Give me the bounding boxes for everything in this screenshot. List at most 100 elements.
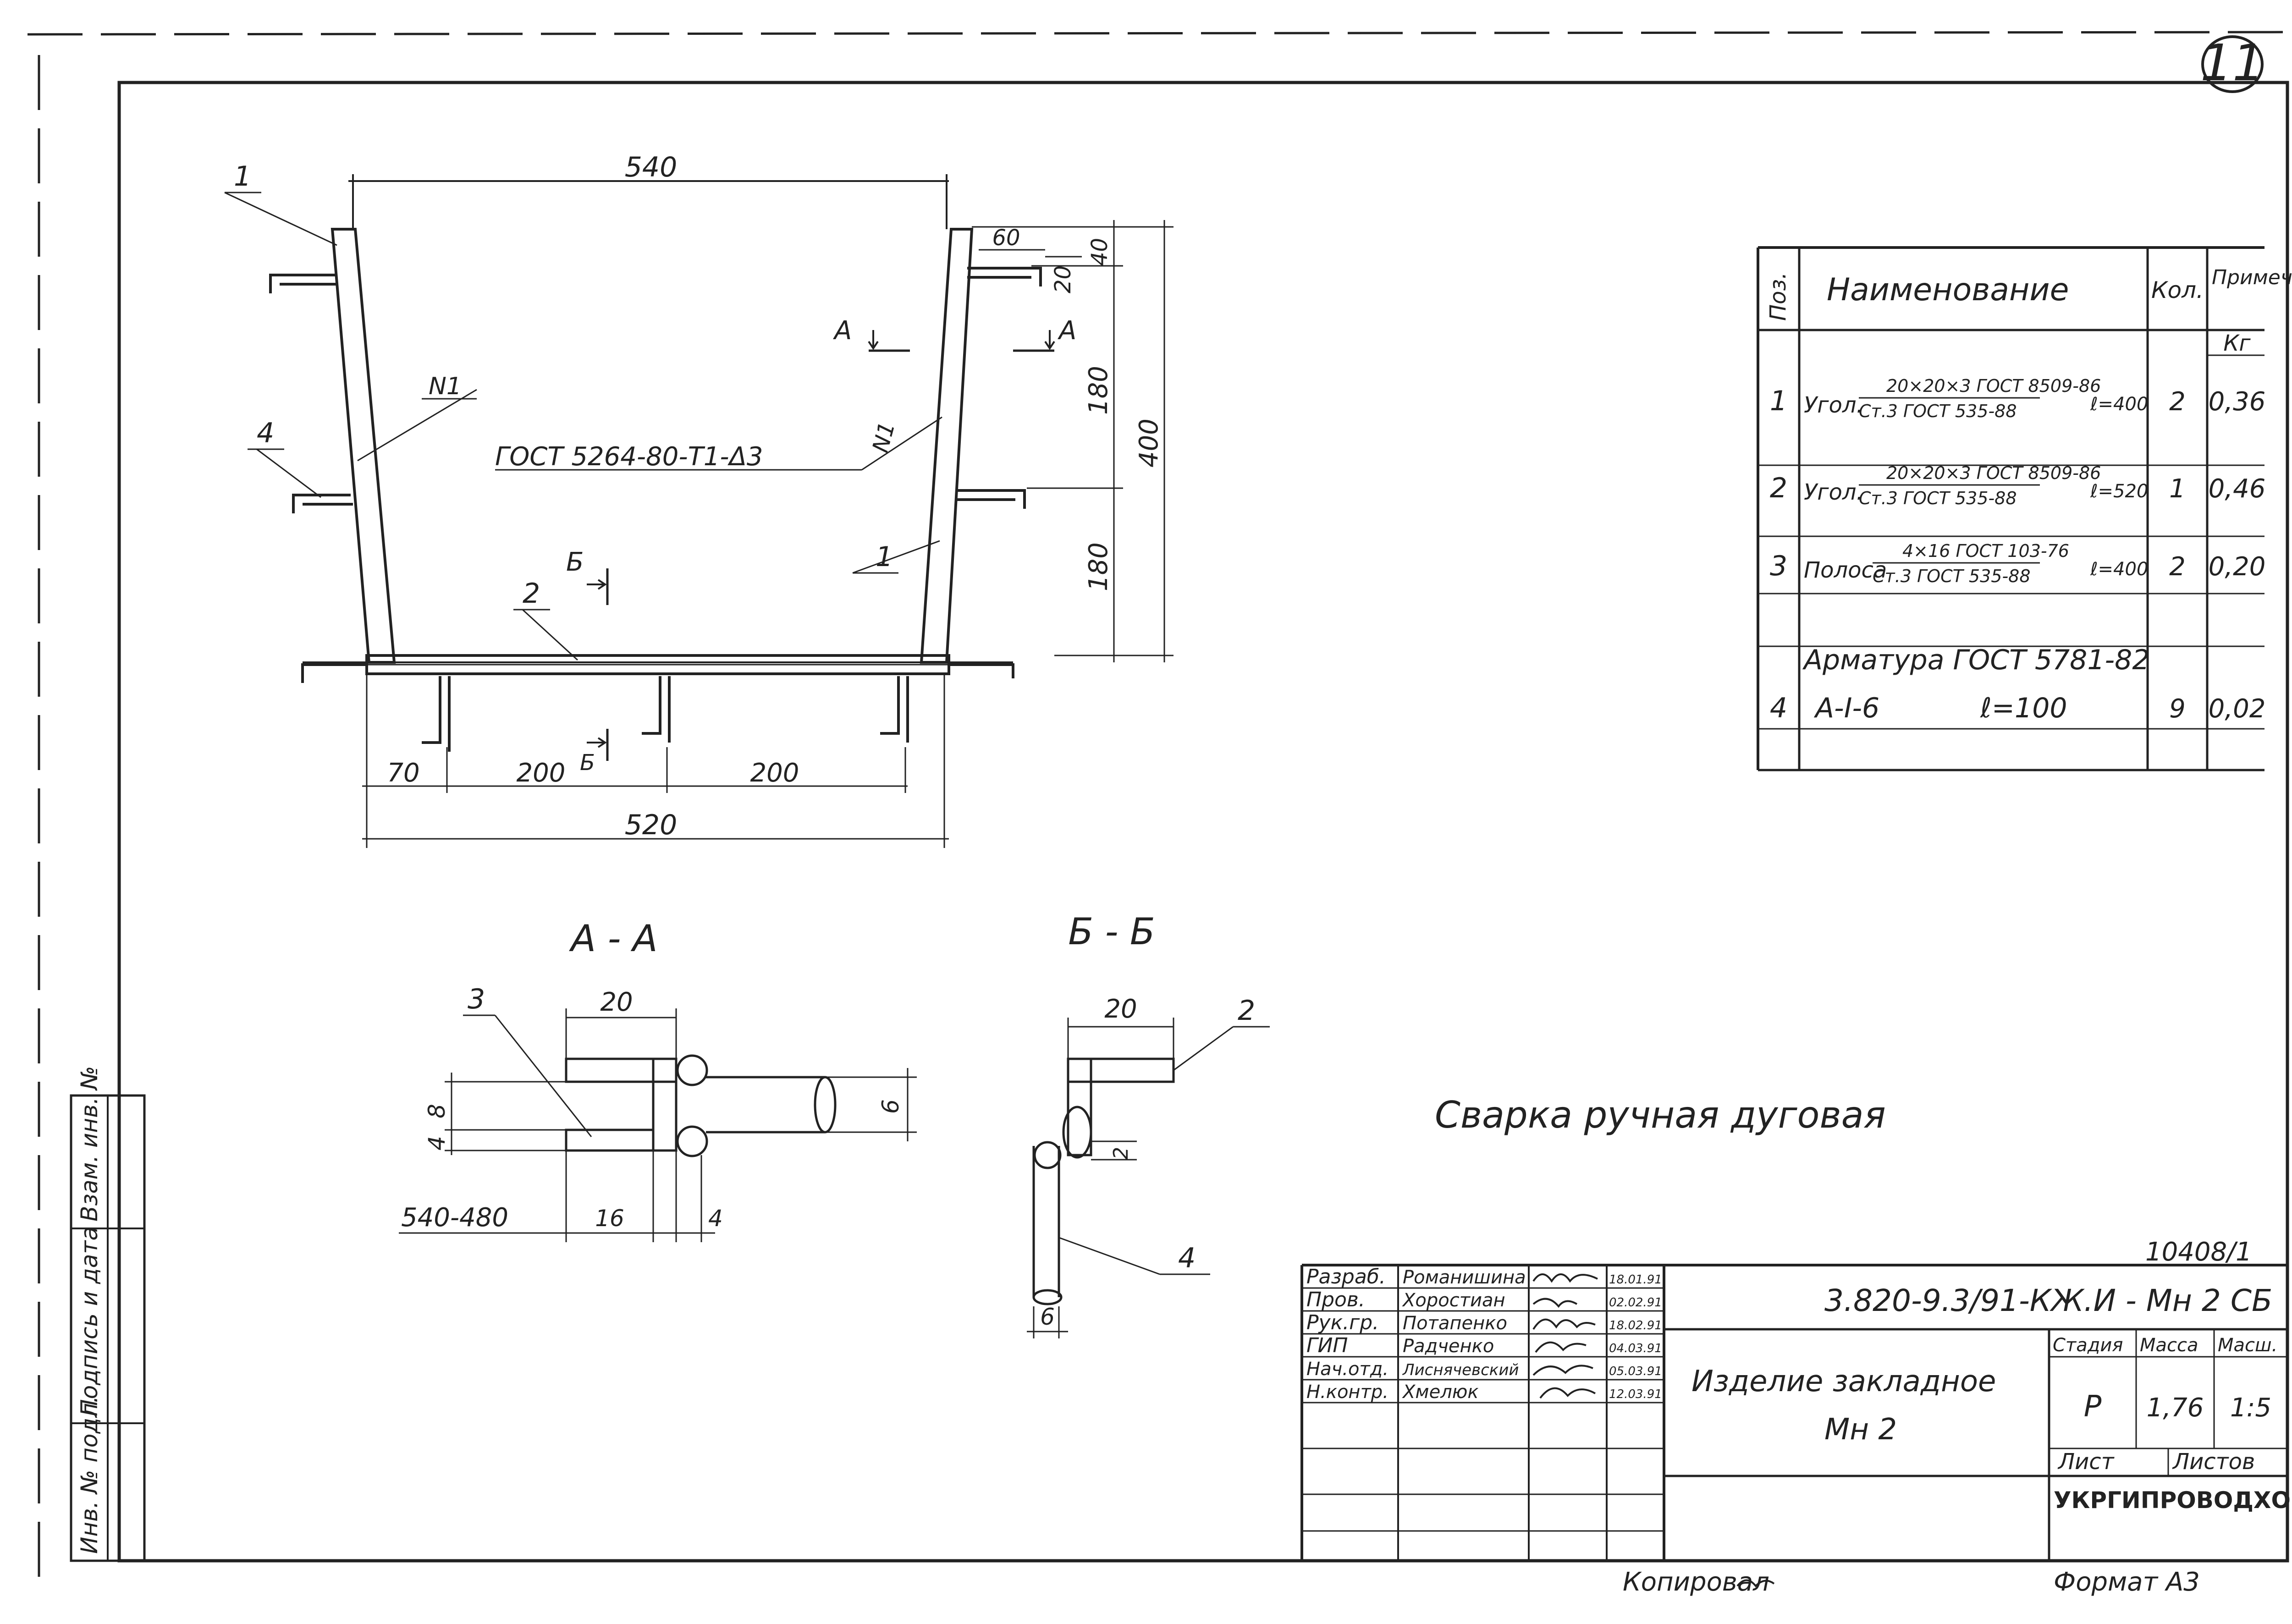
side-label-inv: Инв. № подл. [76,1396,103,1554]
dim-200b: 200 [750,758,799,788]
mass-label: Масса [2140,1335,2198,1356]
header-note: Примечан. [2212,266,2292,289]
archive-number: 10408/1 [2145,1237,2252,1267]
dim-70: 70 [387,758,419,788]
section-mark-b1: Б [566,547,584,577]
stage-value: Р [2084,1390,2102,1424]
bb-dim-20: 20 [1104,994,1137,1024]
signature-2 [1532,1318,1596,1330]
row2-len: ℓ=520 [2090,481,2148,502]
signature-0 [1532,1273,1598,1283]
title-block: 10408/1 Разраб. Романишина 18.01.91 Пров… [1300,1237,2292,1561]
row3-mass: 0,20 [2209,552,2266,582]
dim-520: 520 [625,809,678,841]
weld-n1-left: N1 [429,373,462,400]
left-angle [331,228,396,664]
hook-right-mid [956,489,1026,509]
weld-n1-right: N1 [867,419,900,455]
date-0: 18.01.91 [1609,1273,1662,1287]
row2-qty: 1 [2169,474,2186,504]
dim-60: 60 [992,225,1020,251]
hook-right-top [967,267,1042,286]
row1-pos: 1 [1770,385,1787,417]
copied-by: Копировал [1623,1567,1769,1597]
bb-dim-2: 2 [1109,1147,1133,1160]
group-title: Арматура ГОСТ 5781-82 [1802,644,2150,676]
row2-mass: 0,46 [2209,474,2266,504]
role-3: ГИП [1306,1334,1348,1357]
copied-by-signature [1736,1579,1775,1587]
sheet-number: 11 [2200,33,2264,92]
role-2: Рук.гр. [1306,1311,1379,1334]
name-0: Романишина [1403,1267,1526,1288]
main-view: 540 60 40 20 180 180 400 [224,151,1174,848]
pos-2: 2 [523,578,540,610]
spec-table: Поз. Наименование Кол. Примечан. Кг 1 Уг… [1757,246,2292,771]
row3-qty: 2 [2169,552,2186,582]
bb-dim-6: 6 [1040,1304,1055,1330]
aa-dim-8: 8 [424,1104,450,1118]
aa-dim-16: 16 [595,1205,624,1232]
section-mark-a1: А [833,316,852,346]
row2-pos: 2 [1770,472,1787,504]
signature-3 [1535,1341,1587,1353]
bb-pos-4: 4 [1178,1242,1196,1274]
section-mark-a2: А [1058,316,1076,346]
row3-spec-bottom: Ст.3 ГОСТ 535-88 [1873,566,2031,586]
row1-mass: 0,36 [2209,387,2266,417]
name-3: Радченко [1403,1336,1494,1357]
header-pos: Поз. [1765,272,1791,321]
right-angle [920,228,974,664]
role-4: Нач.отд. [1306,1359,1388,1380]
header-qty: Кол. [2151,277,2204,303]
trim-line [27,31,2292,36]
row4-pos: 4 [1770,692,1787,724]
drawing-code: 3.820-9.3/91-КЖ.И - Мн 2 СБ [1824,1283,2272,1318]
scale-label: Масш. [2218,1335,2277,1356]
aa-pos-3: 3 [468,983,485,1015]
row3-spec-top: 4×16 ГОСТ 103-76 [1902,541,2069,561]
row1-spec-bottom: Ст.3 ГОСТ 535-88 [1859,401,2017,421]
pos-1-left: 1 [234,160,251,193]
aa-dim-range: 540-480 [401,1203,508,1233]
date-1: 02.02.91 [1609,1296,1662,1310]
sheet-frame [117,81,2289,1563]
stage-label: Стадия [2053,1335,2123,1356]
mass-value: 1,76 [2147,1393,2204,1423]
date-5: 12.03.91 [1609,1387,1662,1401]
dim-180b: 180 [1084,542,1113,591]
section-aa-title: А - А [568,917,657,960]
hook-left-top [269,274,337,293]
row4-name: А-I-6 [1813,692,1879,724]
role-1: Пров. [1306,1288,1365,1311]
header-name: Наименование [1827,272,2069,308]
side-stamp: Инв. № подл. Подпись и дата Взам. инв. № [70,1066,146,1562]
hook-left-mid [292,494,353,513]
side-label-sign: Подпись и дата [76,1227,103,1416]
sheet-number-circle [2201,35,2264,93]
section-mark-b2: Б [580,750,595,776]
date-4: 05.03.91 [1609,1365,1662,1378]
date-2: 18.02.91 [1609,1319,1662,1332]
aa-dim-6: 6 [877,1099,904,1114]
weld-note: ГОСТ 5264-80-Т1-Δ3 [495,442,763,472]
header-unit: Кг [2223,330,2251,356]
aa-dim-4: 4 [424,1136,450,1151]
organization: УКРГИПРОВОДХОЗ [2054,1487,2292,1514]
item-name: Изделие закладное [1691,1365,1996,1398]
dim-180a: 180 [1084,366,1113,415]
signature-5 [1539,1387,1596,1399]
date-3: 04.03.91 [1609,1342,1662,1355]
bb-pos-2: 2 [1238,995,1255,1027]
sheets-label: Листов [2172,1449,2255,1475]
row1-type: Угол. [1804,392,1863,418]
signature-1 [1532,1298,1578,1308]
name-4: Лиснячевский [1402,1361,1519,1379]
dim-40: 40 [1087,238,1113,266]
signature-4 [1532,1365,1593,1376]
hook-under-1 [422,676,451,752]
side-label-replace: Взам. инв. № [76,1066,103,1222]
section-bb: Б - Б 20 2 6 2 4 [1027,910,1270,1338]
role-5: Н.контр. [1306,1382,1388,1403]
